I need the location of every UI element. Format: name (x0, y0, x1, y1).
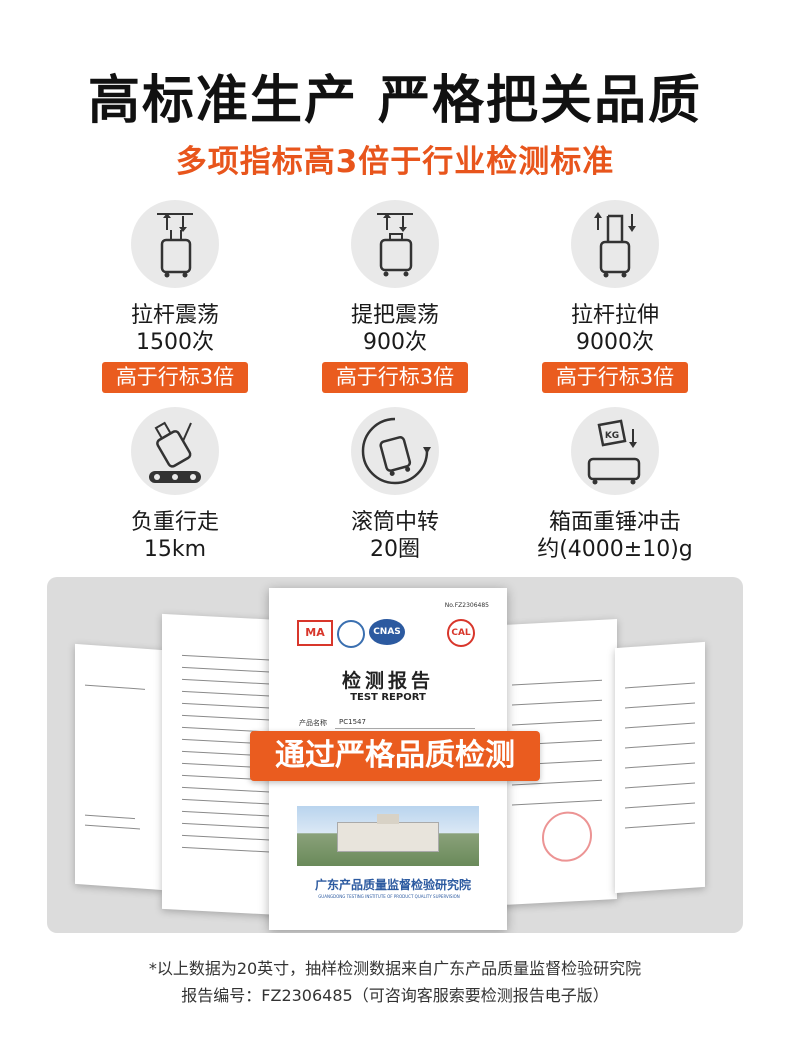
feature-value: 15km (143, 537, 207, 562)
standard-badge: 高于行标3倍 (101, 362, 249, 393)
institute-name-en: GUANGDONG TESTING INSTITUTE OF PRODUCT Q… (318, 894, 460, 899)
quality-check-banner: 通过严格品质检测 (250, 731, 540, 781)
seal-stamp (542, 810, 592, 863)
feature-handle-stretch: 拉杆拉伸 9000次 高于行标3倍 (495, 200, 735, 393)
feature-name: 提把震荡 (350, 303, 439, 328)
ilac-logo (337, 620, 365, 648)
report-title-cn: 检测报告 (341, 670, 434, 692)
page-title: 高标准生产 严格把关品质 (87, 71, 703, 131)
feature-value: 9000次 (576, 330, 654, 355)
feature-loaded-walking: 负重行走 15km (55, 407, 295, 563)
handle-stretch-icon (571, 200, 659, 288)
footnote-line-2: 报告编号：FZ2306485（可咨询客服索要检测报告电子版） (181, 986, 609, 1005)
report-page (75, 643, 163, 891)
cal-logo: CAL (447, 619, 475, 647)
product-name-value: PC1547 (339, 718, 366, 726)
footnote-line-1: *以上数据为20英寸，抽样检测数据来自广东产品质量监督检验研究院 (148, 959, 642, 978)
carry-handle-oscillation-icon (351, 200, 439, 288)
trolley-handle-oscillation-icon (131, 200, 219, 288)
report-panel: No.FZ2306485 MA CNAS CAL 检测报告 TEST REPOR… (47, 577, 743, 933)
weight-impact-icon: KG (571, 407, 659, 495)
feature-drum-rotation: 滚筒中转 20圈 (275, 407, 515, 563)
feature-name: 箱面重锤冲击 (548, 510, 681, 535)
report-page (615, 641, 705, 894)
feature-name: 拉杆震荡 (130, 303, 219, 328)
feature-carry-oscillation: 提把震荡 900次 高于行标3倍 (275, 200, 515, 393)
feature-value: 20圈 (370, 537, 420, 562)
feature-value: 约(4000±10)g (537, 537, 693, 562)
feature-value: 1500次 (136, 330, 214, 355)
product-name-label: 产品名称 (299, 719, 327, 727)
report-title-en: TEST REPORT (350, 692, 426, 703)
drum-rotation-icon (351, 407, 439, 495)
certification-logos: MA CNAS CAL (297, 618, 477, 648)
page-subtitle: 多项指标高3倍于行业检测标准 (175, 144, 615, 180)
loaded-walking-icon (131, 407, 219, 495)
institute-name-cn: 广东产品质量监督检验研究院 (314, 878, 471, 892)
feature-trolley-oscillation: 拉杆震荡 1500次 高于行标3倍 (55, 200, 295, 393)
feature-value: 900次 (363, 330, 427, 355)
feature-weight-impact: KG 箱面重锤冲击 约(4000±10)g (495, 407, 735, 563)
standard-badge: 高于行标3倍 (541, 362, 689, 393)
svg-text:KG: KG (605, 431, 619, 441)
cnas-logo: CNAS (369, 619, 405, 645)
feature-name: 拉杆拉伸 (570, 303, 659, 328)
report-number: No.FZ2306485 (444, 602, 489, 609)
standard-badge: 高于行标3倍 (321, 362, 469, 393)
institute-building-photo (297, 806, 479, 866)
ma-logo: MA (297, 620, 333, 646)
feature-name: 负重行走 (130, 510, 219, 535)
feature-name: 滚筒中转 (350, 510, 439, 535)
